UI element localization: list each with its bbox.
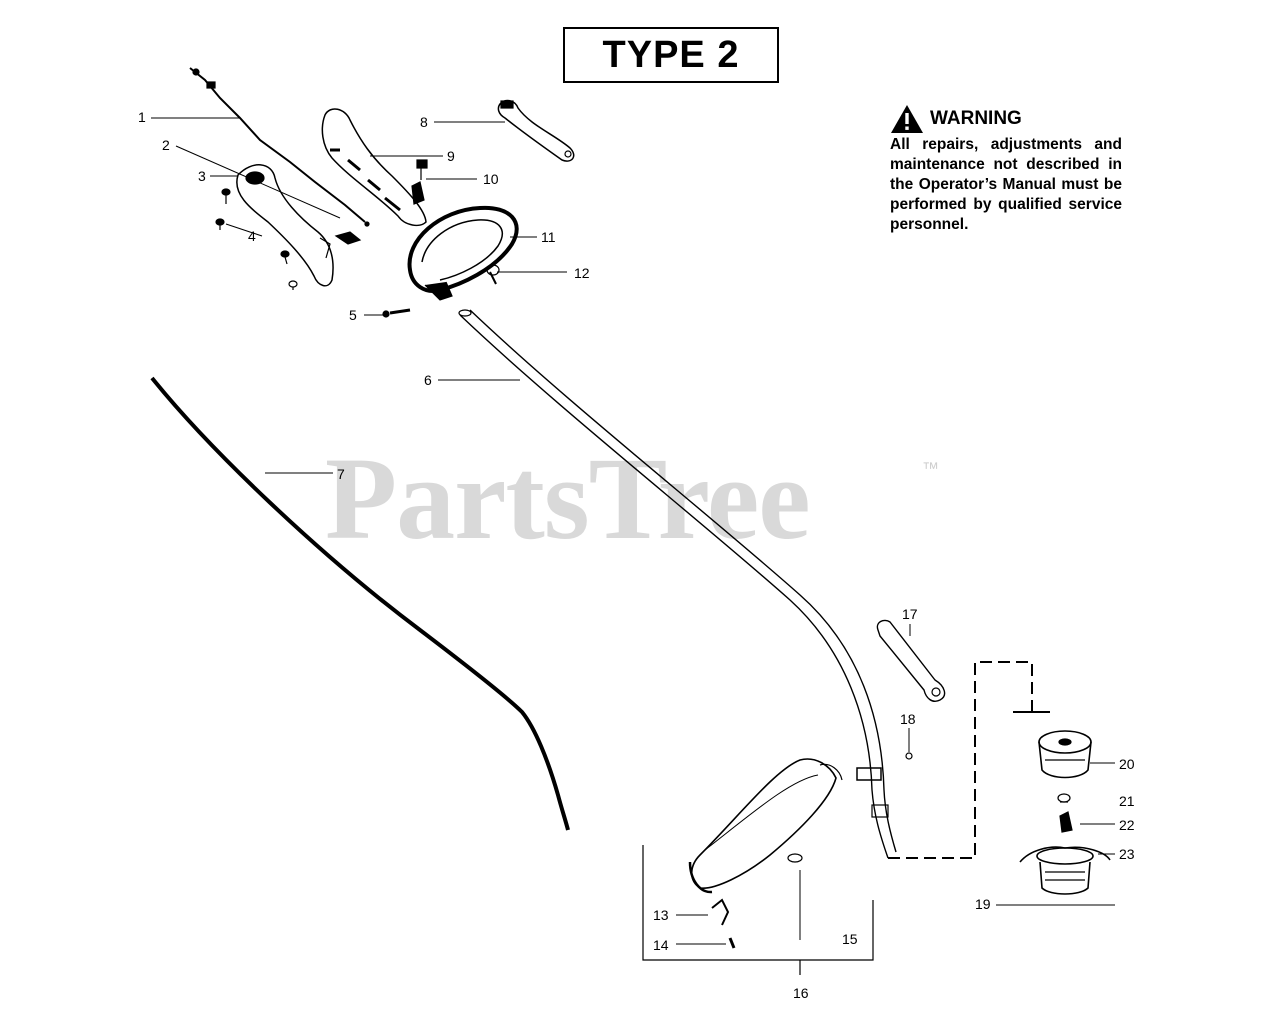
part-18-nut	[905, 752, 913, 760]
part-11-assist-handle	[407, 205, 519, 301]
part-1-throttle-cable	[189, 67, 370, 227]
part-16-debris-shield	[688, 758, 843, 894]
part-9-handle-half	[321, 108, 427, 227]
leader-lines	[151, 117, 1115, 945]
part-label-7: 7	[337, 466, 345, 482]
part-label-13: 13	[653, 907, 669, 923]
warning-header: WARNING	[890, 105, 1122, 133]
part-3-handle-half	[236, 164, 334, 287]
part-label-23: 23	[1119, 846, 1135, 862]
part-label-11: 11	[541, 229, 556, 245]
watermark-tm: ™	[922, 459, 939, 478]
part-6-drive-tube	[458, 309, 897, 859]
part-label-5: 5	[349, 307, 357, 323]
part-12-knob	[486, 264, 500, 285]
part-20-spool-cover	[1038, 730, 1092, 779]
part-14-screw	[728, 937, 736, 949]
part-label-20: 20	[1119, 756, 1135, 772]
part-22-spring	[1059, 811, 1073, 833]
part-8-clip	[497, 99, 575, 162]
part-21-bolt	[1057, 793, 1071, 803]
part-15-screw	[787, 853, 803, 863]
watermark-brand: PartsTree	[325, 433, 811, 564]
part-label-9: 9	[447, 148, 455, 164]
part-4-screws	[215, 188, 298, 290]
part-7-drive-shaft	[150, 375, 570, 831]
part-label-10: 10	[483, 171, 499, 187]
part-label-3: 3	[198, 168, 206, 184]
part-10-lever	[416, 159, 428, 180]
part-label-22: 22	[1119, 817, 1135, 833]
part-label-16: 16	[793, 985, 809, 1001]
part-label-1: 1	[138, 109, 146, 125]
warning-notice: WARNING All repairs, adjustments and mai…	[890, 105, 1122, 235]
part-17-wrench	[876, 619, 946, 702]
part-13-bracket	[711, 898, 730, 926]
part-5-bolt	[382, 308, 411, 318]
part-label-14: 14	[653, 937, 669, 953]
part-label-2: 2	[162, 137, 170, 153]
part-label-17: 17	[902, 606, 918, 622]
warning-label: WARNING	[930, 108, 1022, 129]
warning-text: All repairs, adjustments and maintenance…	[890, 136, 1122, 233]
group-16-bracket	[642, 845, 874, 975]
part-label-8: 8	[420, 114, 428, 130]
part-label-18: 18	[900, 711, 916, 727]
part-label-15: 15	[842, 931, 858, 947]
part-label-19: 19	[975, 896, 991, 912]
part-23-trimmer-head	[1019, 846, 1111, 895]
part-label-21: 21	[1119, 793, 1135, 809]
warning-triangle-icon	[891, 105, 923, 133]
part-label-4: 4	[248, 228, 256, 244]
part-2-switch	[334, 231, 362, 245]
diagram-title: TYPE 2	[563, 27, 779, 83]
part-label-12: 12	[574, 265, 590, 281]
part-label-6: 6	[424, 372, 432, 388]
head-connector	[888, 661, 1050, 859]
